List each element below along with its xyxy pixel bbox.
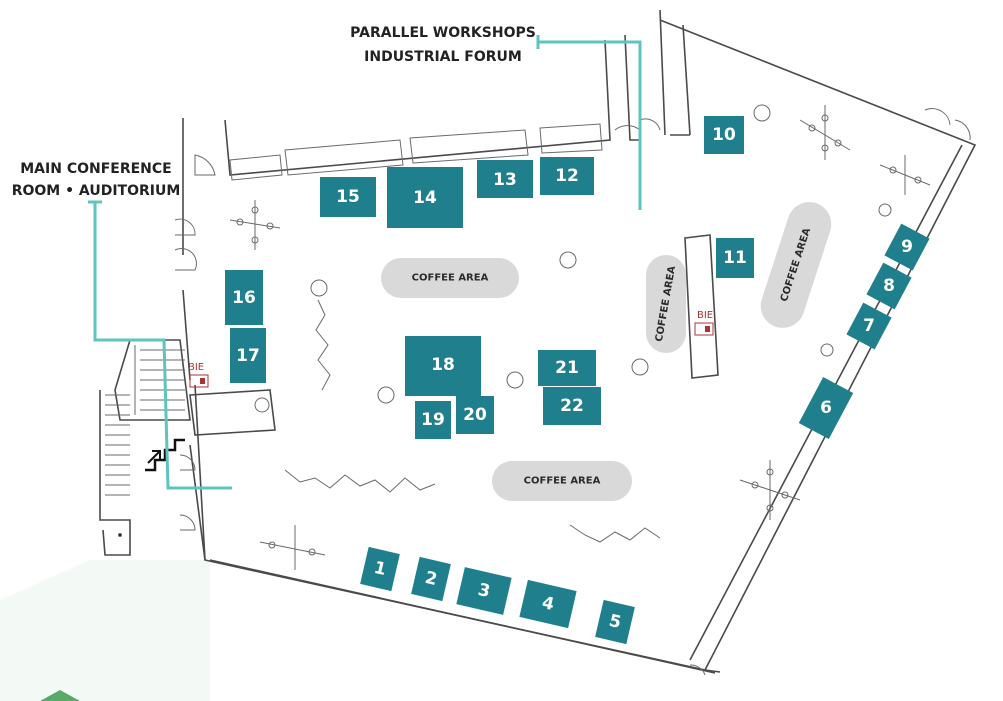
svg-text:12: 12	[555, 166, 579, 186]
svg-text:9: 9	[901, 237, 913, 257]
svg-text:BIE: BIE	[697, 310, 713, 321]
svg-text:14: 14	[413, 188, 437, 208]
svg-text:19: 19	[421, 410, 445, 430]
booth-15[interactable]: 15	[320, 177, 376, 217]
conference-label-line1: MAIN CONFERENCE	[20, 161, 171, 177]
svg-text:20: 20	[463, 405, 487, 425]
svg-text:8: 8	[883, 276, 895, 296]
svg-text:15: 15	[336, 187, 360, 207]
booth-17[interactable]: 17	[230, 328, 266, 383]
route-to-conference	[93, 202, 232, 490]
booth-14[interactable]: 14	[387, 167, 463, 228]
booth-5[interactable]: 5	[595, 599, 635, 645]
booth-7[interactable]: 7	[846, 302, 892, 350]
svg-text:BIE: BIE	[188, 362, 204, 373]
coffee-area-middle-vertical: COFFEE AREA	[646, 255, 686, 353]
svg-text:COFFEE AREA: COFFEE AREA	[524, 476, 601, 487]
svg-text:COFFEE AREA: COFFEE AREA	[412, 273, 489, 284]
booth-16[interactable]: 16	[225, 270, 263, 325]
svg-text:5: 5	[607, 611, 623, 633]
svg-text:10: 10	[712, 125, 736, 145]
booth-2[interactable]: 2	[411, 556, 451, 602]
booth-1[interactable]: 1	[360, 546, 400, 592]
svg-text:21: 21	[555, 358, 579, 378]
svg-text:2: 2	[423, 568, 439, 590]
coffee-area-bottom: COFFEE AREA	[492, 461, 632, 501]
bie-station-left: BIE	[188, 362, 209, 388]
svg-text:1: 1	[372, 558, 388, 580]
outdoor-area	[0, 560, 210, 701]
conference-label-line2: ROOM • AUDITORIUM	[12, 183, 181, 199]
booth-22[interactable]: 22	[543, 387, 601, 425]
booth-3[interactable]: 3	[456, 567, 512, 615]
booth-12[interactable]: 12	[540, 157, 594, 195]
booth-20[interactable]: 20	[456, 396, 494, 434]
workshops-label-line2: INDUSTRIAL FORUM	[364, 49, 522, 65]
workshops-label-line1: PARALLEL WORKSHOPS	[350, 25, 536, 41]
route-to-workshops	[538, 40, 642, 210]
booth-9[interactable]: 9	[884, 223, 930, 271]
svg-text:7: 7	[863, 316, 875, 336]
booth-6[interactable]: 6	[798, 377, 854, 439]
coffee-area-top: COFFEE AREA	[381, 258, 519, 298]
svg-text:18: 18	[431, 355, 455, 375]
svg-text:11: 11	[723, 248, 747, 268]
booth-21[interactable]: 21	[538, 350, 596, 386]
booth-13[interactable]: 13	[477, 160, 533, 198]
svg-text:4: 4	[540, 593, 556, 615]
cross-tables	[229, 105, 931, 570]
booth-18[interactable]: 18	[405, 336, 481, 396]
building-walls	[99, 9, 977, 676]
zigzag-seating	[284, 299, 661, 543]
standing-tables	[118, 104, 892, 537]
coffee-area-right-vertical: COFFEE AREA	[760, 202, 832, 328]
corner-marker-icon	[40, 690, 80, 701]
svg-text:22: 22	[560, 396, 584, 416]
svg-text:13: 13	[493, 170, 517, 190]
bie-station-right: BIE	[694, 310, 714, 336]
booth-19[interactable]: 19	[415, 401, 451, 439]
booth-4[interactable]: 4	[519, 579, 577, 629]
svg-text:6: 6	[820, 398, 832, 418]
booth-8[interactable]: 8	[866, 262, 912, 310]
booth-11[interactable]: 11	[716, 238, 754, 278]
svg-text:17: 17	[236, 346, 260, 366]
booth-10[interactable]: 10	[704, 116, 744, 154]
svg-text:16: 16	[232, 288, 256, 308]
svg-text:3: 3	[476, 580, 492, 602]
stairs-icon	[145, 438, 185, 472]
